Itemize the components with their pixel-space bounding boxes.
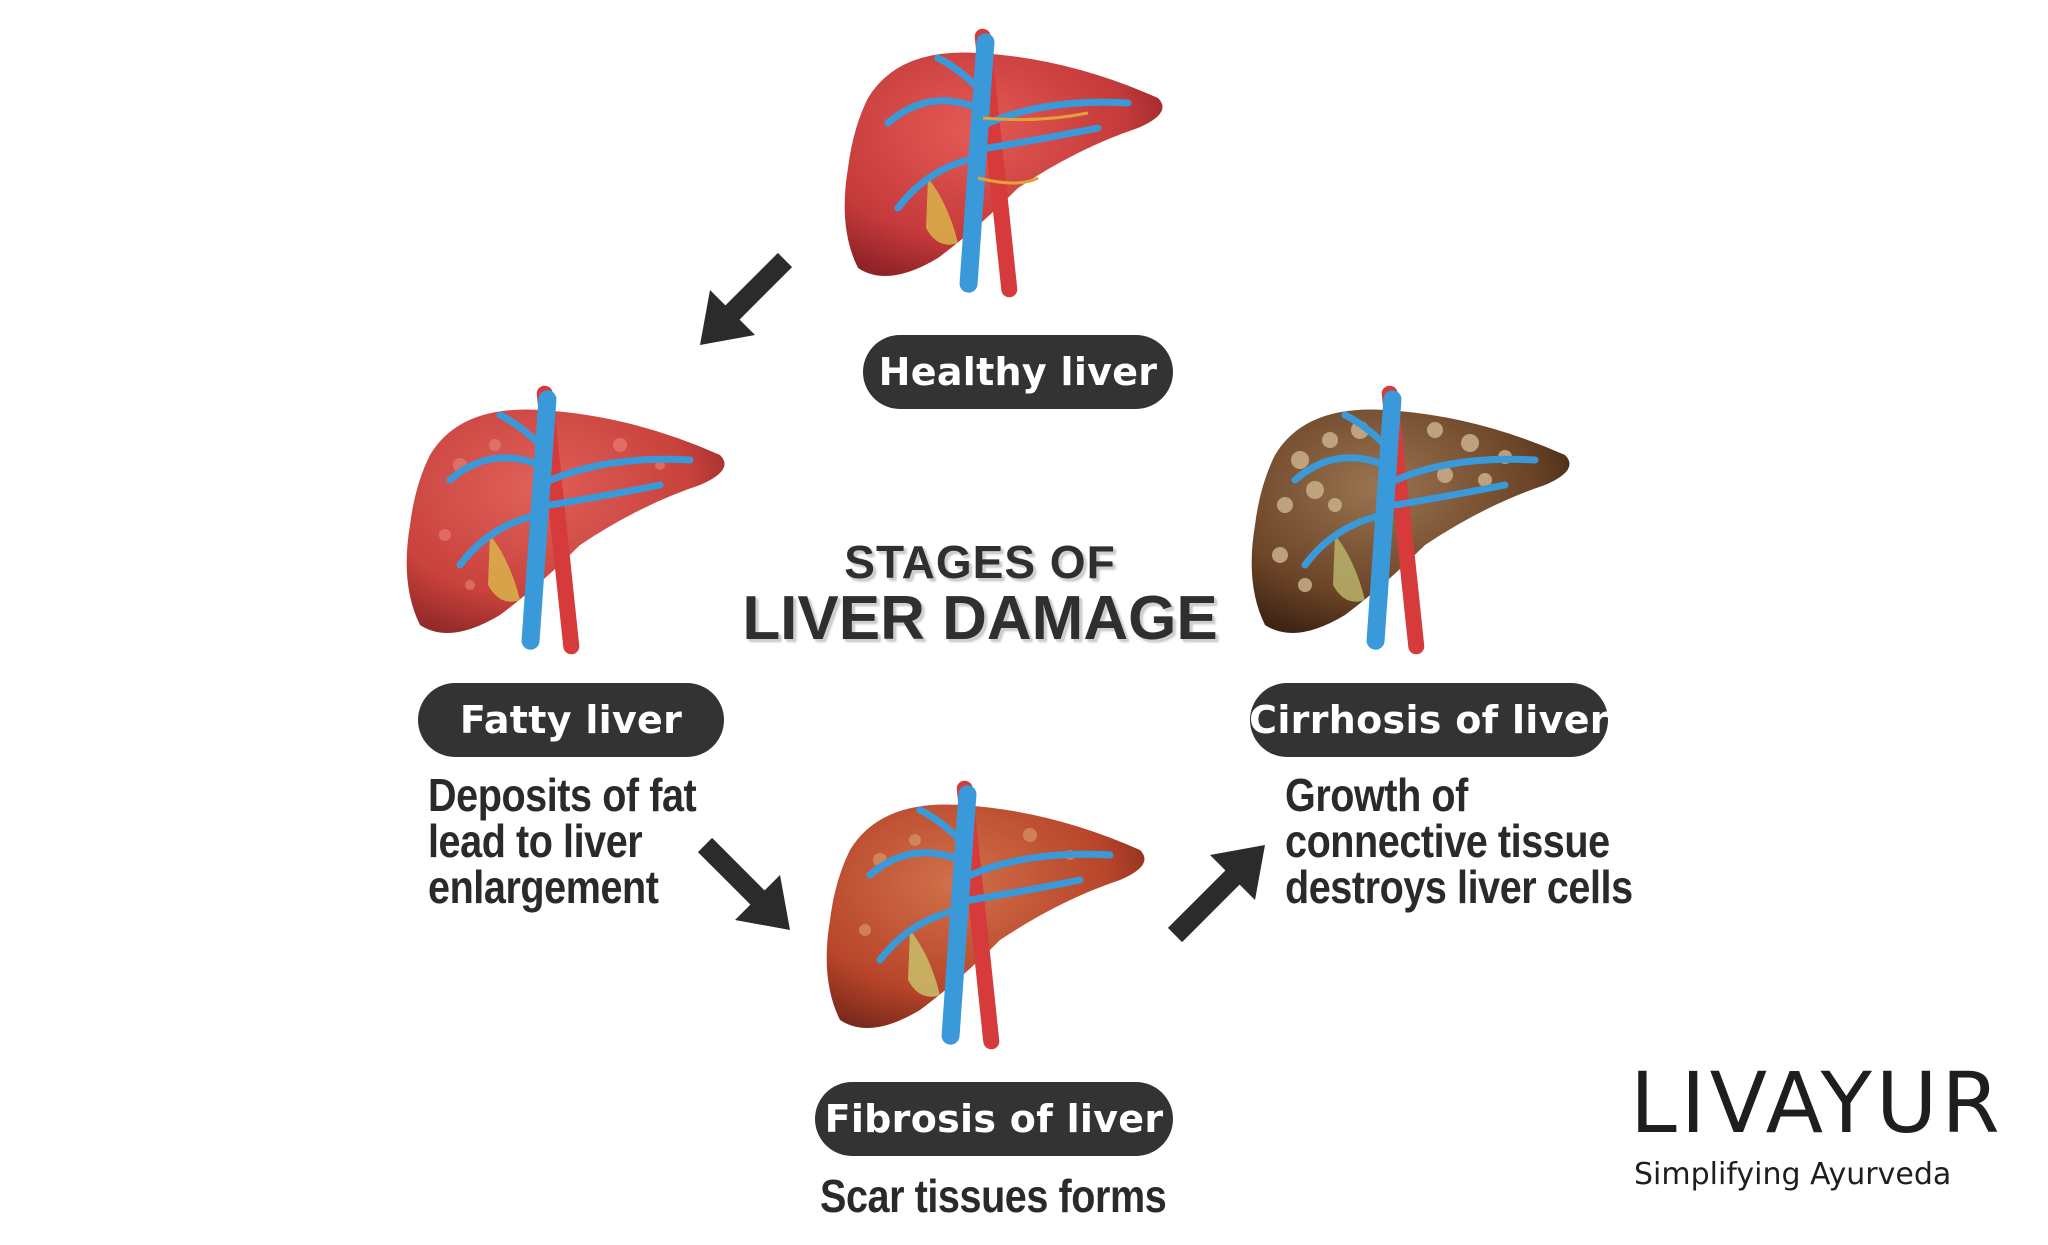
liver-illustration-fatty (406, 385, 725, 655)
arrow-up-right-icon (1167, 845, 1265, 943)
description-line: destroys liver cells (1285, 861, 1633, 913)
brand-tagline: Simplifying Ayurveda (1634, 1157, 1952, 1192)
description-line: lead to liver (428, 815, 643, 867)
description-line: Growth of (1285, 769, 1468, 821)
fibrosis-liver-label: Fibrosis of liver (815, 1082, 1173, 1156)
cirrhosis-liver-description: Growth of connective tissue destroys liv… (1285, 772, 1633, 910)
liver-illustration-fibrosis (826, 780, 1145, 1050)
arrow-down-left-icon (700, 252, 793, 345)
brand-logo: LIVAYUR (1630, 1054, 2004, 1152)
fatty-liver-label: Fatty liver (418, 683, 724, 757)
arrow-down-right-icon (697, 837, 790, 930)
diagram-title: STAGES OF LIVER DAMAGE (720, 535, 1240, 655)
liver-illustration-cirrhosis (1251, 385, 1570, 655)
fatty-liver-description: Deposits of fat lead to liver enlargemen… (428, 769, 697, 913)
description-line: connective tissue (1285, 815, 1610, 867)
title-line-1: STAGES OF (844, 536, 1116, 588)
fibrosis-liver-description: Scar tissues forms (820, 1170, 1167, 1222)
healthy-liver-label: Healthy liver (863, 335, 1173, 409)
description-line: Deposits of fat (428, 769, 697, 821)
liver-illustration-healthy (844, 28, 1163, 298)
description-line: Scar tissues forms (820, 1170, 1167, 1222)
description-line: enlargement (428, 861, 659, 913)
cirrhosis-liver-label: Cirrhosis of liver (1249, 683, 1609, 757)
title-line-2: LIVER DAMAGE (742, 584, 1218, 653)
